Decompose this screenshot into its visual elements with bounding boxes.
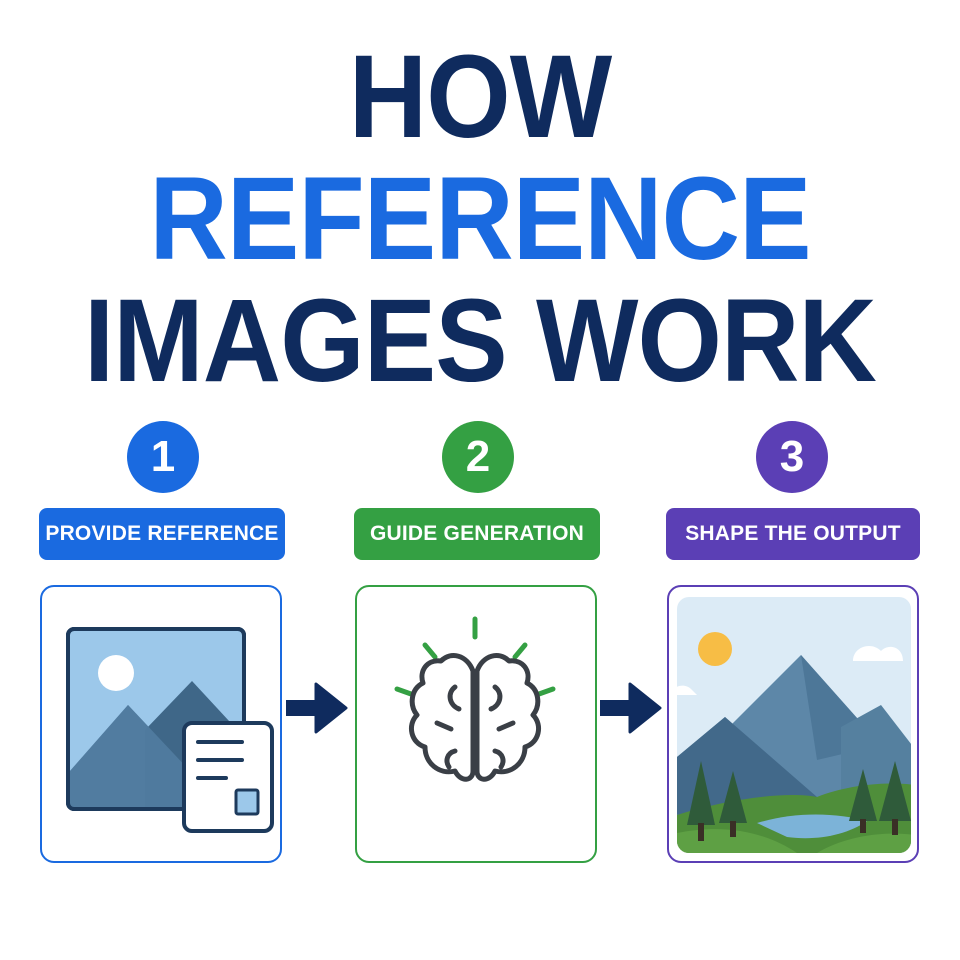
- step-1-label: PROVIDE REFERENCE: [39, 508, 285, 560]
- title-line-reference: REFERENCE: [149, 153, 811, 285]
- arrow-right-icon: [600, 682, 662, 734]
- brain-icon: [394, 616, 555, 782]
- step-2-number-badge: 2: [442, 421, 514, 493]
- step-3-panel: [667, 585, 919, 863]
- arrow-right-icon: [286, 682, 348, 734]
- step-2-panel: [355, 585, 597, 863]
- title-line-images-work: IMAGES WORK: [83, 275, 877, 407]
- step-3-number-badge: 3: [756, 421, 828, 493]
- image-with-document-icon: [65, 626, 274, 833]
- step-1-number-badge: 1: [127, 421, 199, 493]
- landscape-output-icon: [676, 596, 911, 853]
- step-2-label: GUIDE GENERATION: [354, 508, 600, 560]
- title-line-how: HOW: [348, 31, 612, 163]
- step-3-label: SHAPE THE OUTPUT: [666, 508, 920, 560]
- step-1-panel: [40, 585, 282, 863]
